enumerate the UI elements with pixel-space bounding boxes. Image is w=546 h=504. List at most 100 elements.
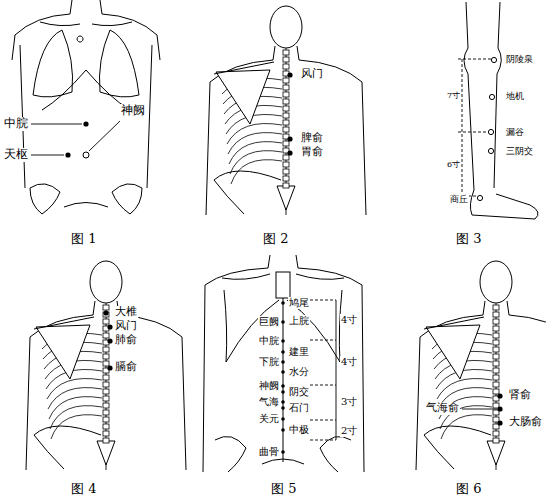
pelvis-outline	[30, 184, 60, 214]
rib-line	[231, 160, 282, 184]
point-label: 漏谷	[505, 127, 525, 137]
acupoint-dot	[281, 320, 285, 324]
figure-caption: 图 3	[455, 232, 482, 247]
vertebra	[103, 305, 109, 310]
vertebra	[493, 431, 499, 436]
acupoint-dot	[497, 420, 502, 425]
acupoint-circle	[491, 57, 496, 62]
point-label: 石门	[288, 402, 310, 414]
point-label: 大肠俞	[508, 416, 543, 429]
leader-line	[31, 124, 82, 125]
vertebra	[283, 162, 289, 167]
point-label: 气海俞	[425, 402, 460, 415]
vertebra	[103, 410, 109, 415]
acupoint-dot	[107, 338, 112, 343]
vertebra	[283, 50, 289, 55]
point-label: 神阙	[258, 380, 280, 392]
point-label: 地机	[505, 91, 525, 101]
pubic-line	[64, 203, 108, 208]
body-outline	[416, 315, 483, 470]
dimension-line	[310, 440, 336, 441]
vertebra	[103, 382, 109, 387]
vertebra	[493, 389, 499, 394]
acupoint-circle	[489, 94, 494, 99]
neck-line	[273, 46, 275, 60]
clavicle-line	[40, 22, 80, 26]
vertebra	[103, 354, 109, 359]
point-label: 中脘	[3, 117, 29, 131]
point-label: 三阴交	[505, 146, 534, 156]
point-label: 曲骨	[258, 446, 280, 458]
vertebra	[103, 375, 109, 380]
navel-ring	[83, 152, 89, 158]
pelvis-outline	[214, 171, 281, 214]
clavicle-line	[214, 62, 274, 74]
clavicle-line	[34, 317, 94, 329]
vertebra	[493, 368, 499, 373]
vertebra	[283, 78, 289, 83]
clavicle-line	[296, 274, 344, 279]
acupoint-dot	[287, 136, 292, 141]
acupoint-dot	[287, 150, 292, 155]
acupoint-circle	[477, 195, 482, 200]
vertebra	[493, 312, 499, 317]
body-outline	[509, 315, 546, 470]
acupoint-dot	[281, 400, 285, 404]
acupoint-dot	[65, 152, 70, 157]
vertebra	[493, 354, 499, 359]
dimension-line	[310, 340, 336, 341]
point-label: 脾俞	[300, 132, 324, 145]
acupoint-dot	[281, 301, 285, 305]
clavicle-line	[424, 317, 484, 329]
vertebra	[493, 375, 499, 380]
point-label: 肺俞	[114, 334, 138, 347]
point-label: 下脘	[258, 356, 280, 368]
leg-outline	[494, 2, 501, 188]
acupoint-dot	[281, 339, 285, 343]
rib-line	[230, 151, 282, 174]
acupoint-dot	[83, 121, 88, 126]
neck-line	[93, 301, 95, 315]
leg-outline	[464, 2, 474, 190]
neck-line	[268, 255, 270, 268]
pelvis-outline	[215, 436, 246, 472]
vertebra	[493, 361, 499, 366]
vertebra	[103, 319, 109, 324]
pelvis-outline	[424, 426, 491, 469]
vertebra	[283, 176, 289, 181]
vertebra	[283, 141, 289, 146]
body-outline	[206, 60, 273, 215]
acupoint-dot	[497, 406, 502, 411]
scapula-outline	[36, 325, 90, 379]
lung-outline	[33, 30, 73, 97]
point-label: 上脘	[288, 315, 310, 327]
neck-line	[100, 0, 102, 14]
vertebra	[283, 85, 289, 90]
vertebra	[283, 106, 289, 111]
neck-line	[70, 0, 72, 14]
leader-line	[31, 155, 64, 156]
vertebra	[493, 340, 499, 345]
neck-line	[507, 301, 509, 315]
point-label: 大椎	[114, 306, 138, 319]
point-label: 风门	[300, 68, 324, 81]
acupoint-dot	[107, 324, 112, 329]
vertebra	[103, 431, 109, 436]
point-label: 4寸	[340, 314, 358, 326]
acupoint-dot	[497, 393, 502, 398]
point-label: 7寸	[446, 91, 461, 100]
ribcage-outline	[224, 290, 227, 362]
point-label: 6寸	[446, 160, 461, 169]
acupoint-dot	[103, 310, 108, 315]
vertebra	[283, 99, 289, 104]
vertebra	[493, 305, 499, 310]
sacrum-outline	[277, 186, 295, 210]
point-label: 膈俞	[114, 361, 138, 374]
point-label: 阴交	[288, 386, 310, 398]
acupoint-dot	[281, 370, 285, 374]
ribcage-outline	[339, 290, 342, 362]
vertebra	[493, 333, 499, 338]
acupoint-dot	[281, 417, 285, 421]
